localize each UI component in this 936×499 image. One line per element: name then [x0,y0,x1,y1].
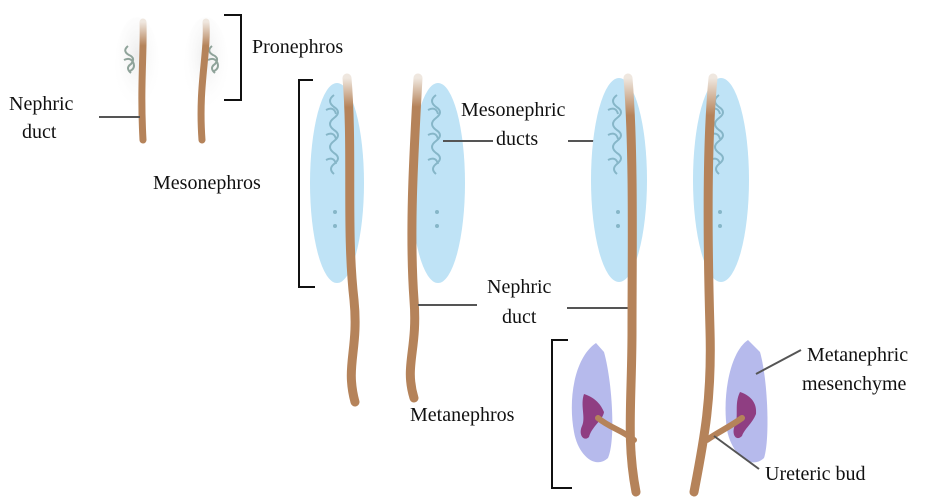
nephric-duct-center-label-line1: Nephric [487,276,552,298]
metanephros-bracket [552,340,572,488]
pronephric-duct [142,22,143,140]
tubule-dot [616,224,620,228]
tubule-dot [718,210,722,214]
mesonephros-label: Mesonephros [153,172,261,194]
tubule-dot [718,224,722,228]
tubule-dot [333,210,337,214]
metanephric-mesenchyme-pointer [756,350,801,374]
ureteric-bud-label: Ureteric bud [765,463,866,485]
mesonephros-left [310,78,364,402]
mesonephric-ducts-label-line1: Mesonephric [461,99,566,121]
pronephros-right [184,17,228,140]
pronephros-label: Pronephros [252,36,343,58]
metanephric-mesenchyme-label-line2: mesenchyme [802,373,907,395]
pronephros-left [115,17,159,140]
tubule-dot [435,210,439,214]
nephric-duct [628,78,636,492]
metanephric-mesenchyme-label-line1: Metanephric [807,344,908,366]
tubule-dot [333,224,337,228]
mesonephros-right [410,78,465,398]
tubule-dot [435,224,439,228]
metanephros-right [693,78,767,492]
nephric-duct-center-label-line2: duct [502,306,537,328]
nephric-duct-left-label-line1: Nephric [9,93,74,115]
tubule-dot [616,210,620,214]
pronephros-halo [115,17,159,113]
mesonephric-ducts-label-line2: ducts [496,128,538,150]
nephric-duct-left-label-line2: duct [22,121,57,143]
metanephros-label: Metanephros [410,404,515,426]
